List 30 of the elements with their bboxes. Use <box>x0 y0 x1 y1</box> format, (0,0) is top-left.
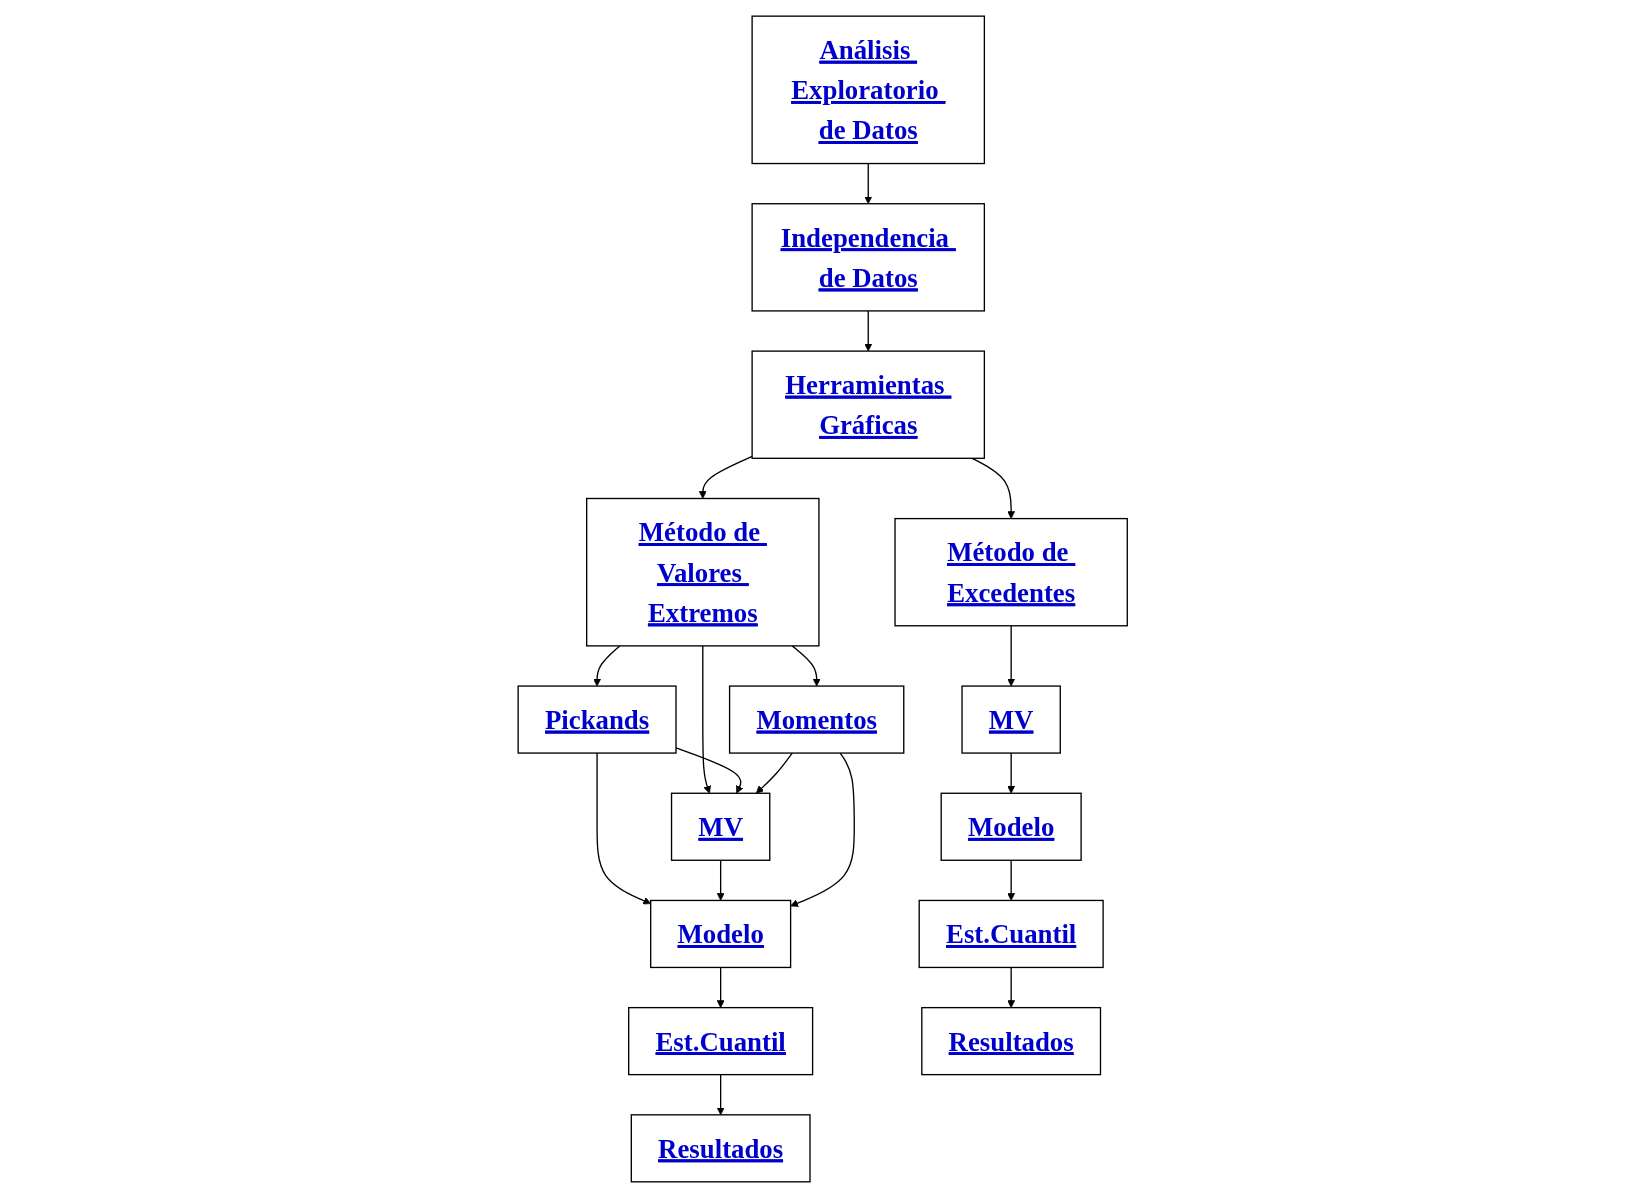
arrow <box>717 966 725 1008</box>
arrow <box>1007 752 1016 794</box>
node-box: Herramientas Gráficas <box>751 350 986 459</box>
arrow <box>1007 625 1016 687</box>
node-box: MV <box>961 685 1062 754</box>
arrow <box>971 457 1016 519</box>
node-box: Método de Valores Extremos <box>586 497 820 647</box>
arrow <box>790 752 856 907</box>
arrow <box>702 645 712 794</box>
arrow <box>717 859 725 901</box>
arrow <box>1007 859 1016 901</box>
node-box: MV <box>671 792 771 861</box>
node-box: Pickands <box>517 685 677 754</box>
node-box: Resultados <box>921 1007 1102 1076</box>
arrow <box>593 645 621 687</box>
node-box: Resultados <box>630 1114 811 1183</box>
node-box: Método de Excedentes <box>894 517 1129 627</box>
arrow <box>791 645 821 687</box>
node-box: Momentos <box>729 685 905 754</box>
node-box: Modelo <box>940 792 1083 861</box>
node-box: Independencia de Datos <box>751 203 986 312</box>
arrow <box>1007 966 1016 1008</box>
node-box: Modelo <box>650 899 792 969</box>
arrow <box>717 1074 725 1116</box>
arrow <box>864 310 873 352</box>
node-box: Análisis Exploratorio de Datos <box>751 15 986 165</box>
node-box: Est.Cuantil <box>628 1007 814 1076</box>
arrow <box>756 752 794 794</box>
node-box: Est.Cuantil <box>918 899 1105 969</box>
arrow <box>864 162 873 205</box>
